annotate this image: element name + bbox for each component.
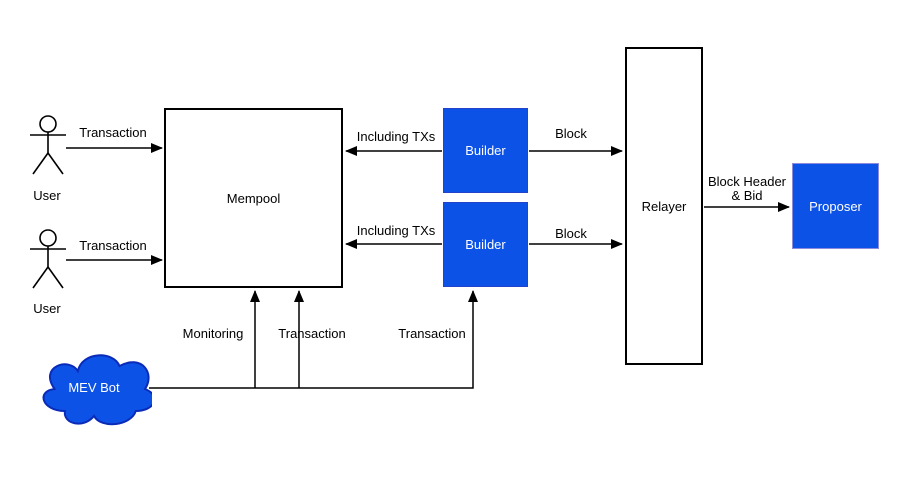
relayer-label: Relayer bbox=[641, 198, 687, 214]
edge-label-builder1-including-txs: Including TXs bbox=[356, 129, 436, 144]
edge-label-builder2-block: Block bbox=[555, 226, 587, 241]
edge-label-user2-transaction: Transaction bbox=[79, 238, 147, 253]
mempool-node: Mempool bbox=[164, 108, 343, 288]
builder2-label: Builder bbox=[465, 237, 506, 252]
user2-stick-figure-icon bbox=[30, 229, 66, 289]
relayer-node: Relayer bbox=[625, 47, 703, 365]
edge-label-builder1-block: Block bbox=[555, 126, 587, 141]
proposer-label: Proposer bbox=[809, 198, 862, 214]
edge-label-monitoring: Monitoring bbox=[182, 326, 244, 341]
user1-stick-figure-icon bbox=[30, 115, 66, 175]
edge-label-block-header-bid: Block Header & Bid bbox=[708, 175, 786, 203]
edge-label-user1-transaction: Transaction bbox=[79, 125, 147, 140]
mev-bot-label: MEV Bot bbox=[68, 379, 120, 395]
edge-label-mevbot-transaction-mempool: Transaction bbox=[278, 326, 346, 341]
edge-label-builder2-including-txs: Including TXs bbox=[356, 223, 436, 238]
edge-label-mevbot-transaction-builder: Transaction bbox=[398, 326, 466, 341]
builder1-label: Builder bbox=[465, 143, 506, 158]
builder2-node: Builder bbox=[443, 202, 528, 287]
mempool-label: Mempool bbox=[226, 190, 281, 206]
proposer-node: Proposer bbox=[792, 163, 879, 249]
edge-label-block-header-line2: & Bid bbox=[731, 188, 763, 203]
cloud-icon bbox=[42, 354, 156, 426]
builder1-node: Builder bbox=[443, 108, 528, 193]
user1-label: User bbox=[33, 188, 61, 203]
user2-label: User bbox=[33, 301, 61, 316]
mev-bot-node: MEV Bot bbox=[36, 351, 156, 429]
edge-label-block-header-line1: Block Header bbox=[707, 174, 787, 189]
